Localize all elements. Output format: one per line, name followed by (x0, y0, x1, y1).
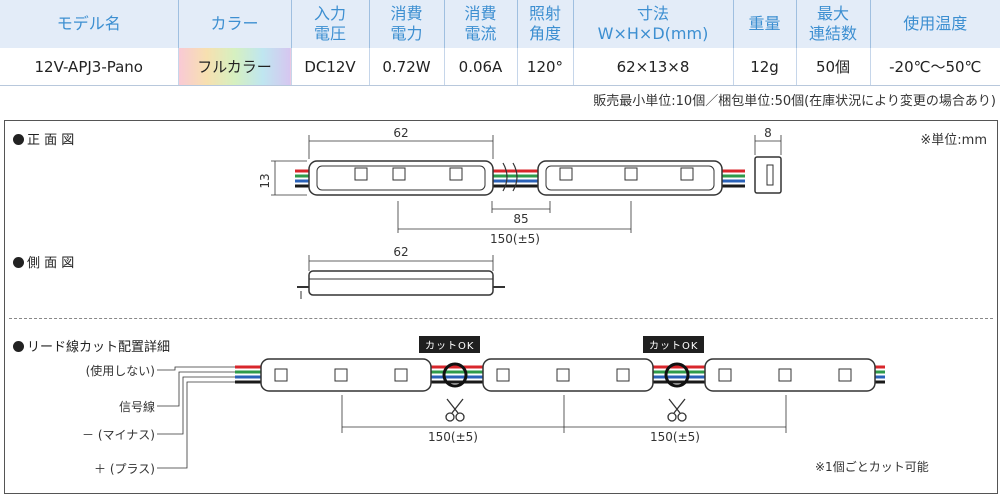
scissors-icon (667, 398, 687, 422)
sales-note: 販売最小単位:10個／梱包単位:50個(在庫状況により変更の場合あり) (593, 94, 996, 109)
cut-pitch-2: 150(±5) (650, 430, 700, 444)
dim-width-text: 62 (393, 126, 408, 140)
cell-power: 0.72W (369, 48, 445, 86)
cut-circle-1 (442, 362, 468, 388)
front-module-2 (537, 160, 723, 196)
diagram-panel: 正 面 図 側 面 図 リード線カット配置詳細 ※単位:mm (4, 120, 998, 494)
spec-table: モデル名 カラー 入力 電圧 消費 電力 消費 電流 照射 角度 寸法 W×H×… (0, 0, 1000, 86)
front-view-label: 正 面 図 (13, 129, 74, 148)
cell-color: フルカラー (178, 48, 292, 86)
dim-height-text: 13 (258, 173, 272, 188)
section-divider (9, 318, 993, 319)
bullet-icon (13, 341, 24, 352)
bullet-icon (13, 257, 24, 268)
cut-ok-badge-1: カットOK (419, 336, 481, 353)
header-current: 消費 電流 (444, 0, 518, 48)
front-view-drawing: 62 13 8 85 150(±5) (258, 126, 782, 246)
cell-model: 12V-APJ3-Pano (0, 48, 179, 86)
side-dim-text: 62 (393, 245, 408, 259)
lead-layout-drawing: 150(±5) 150(±5) (157, 358, 885, 469)
cut-circle-2 (664, 362, 690, 388)
spec-data-row: 12V-APJ3-Pano フルカラー DC12V 0.72W 0.06A 12… (0, 48, 1000, 86)
header-angle: 照射 角度 (517, 0, 574, 48)
side-view-label: 側 面 図 (13, 252, 74, 271)
lead-cut-label: リード線カット配置詳細 (13, 336, 170, 355)
dim-depth-text: 8 (764, 126, 772, 140)
wire-leaders (157, 366, 235, 469)
side-view-drawing: 62 (297, 245, 505, 299)
wire-label-plus: ＋ (プラス) (94, 462, 155, 476)
header-temperature: 使用温度 (870, 0, 1000, 48)
spec-header-row: モデル名 カラー 入力 電圧 消費 電力 消費 電流 照射 角度 寸法 W×H×… (0, 0, 1000, 48)
dim-pitch-text: 85 (513, 212, 528, 226)
cell-voltage: DC12V (291, 48, 370, 86)
wire-label-minus: － (マイナス) (82, 428, 155, 442)
bullet-icon (13, 134, 24, 145)
cell-dimensions: 62×13×8 (573, 48, 734, 86)
end-view (754, 156, 782, 194)
header-model: モデル名 (0, 0, 179, 48)
front-module-1 (308, 160, 494, 196)
header-voltage: 入力 電圧 (291, 0, 370, 48)
cut-pitch-1: 150(±5) (428, 430, 478, 444)
break-symbol (502, 162, 518, 192)
header-weight: 重量 (733, 0, 797, 48)
scissors-icon (445, 398, 465, 422)
diagram-svg: 62 13 8 85 150(±5) 62 (157, 126, 885, 469)
side-view-text: 側 面 図 (27, 256, 75, 271)
front-view-text: 正 面 図 (27, 133, 75, 148)
cut-ok-badge-2: カットOK (643, 336, 705, 353)
header-color: カラー (178, 0, 292, 48)
cell-temperature: -20℃～50℃ (870, 48, 1000, 86)
header-power: 消費 電力 (369, 0, 445, 48)
header-dimensions: 寸法 W×H×D(mm) (573, 0, 734, 48)
header-max-chain: 最大 連結数 (796, 0, 871, 48)
lead-cut-text: リード線カット配置詳細 (27, 340, 171, 355)
unit-note: ※単位:mm (920, 133, 987, 148)
cell-max-chain: 50個 (796, 48, 871, 86)
cell-current: 0.06A (444, 48, 518, 86)
wire-label-unused: (使用しない) (85, 364, 155, 378)
cut-note: ※1個ごとカット可能 (815, 460, 929, 474)
dim-total-text: 150(±5) (490, 232, 540, 246)
front-dimensions (271, 135, 782, 233)
wire-label-signal: 信号線 (118, 400, 155, 414)
cell-weight: 12g (733, 48, 797, 86)
cell-angle: 120° (517, 48, 574, 86)
